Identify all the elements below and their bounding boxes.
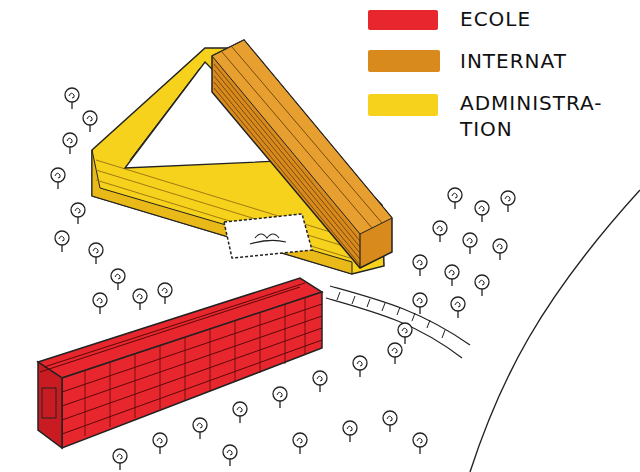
tree: [343, 421, 357, 442]
tree: [475, 275, 489, 296]
tree: [193, 418, 207, 439]
tree: [153, 433, 167, 454]
legend-label: ECOLE: [460, 6, 632, 32]
school-building: [62, 292, 322, 448]
tree: [273, 387, 287, 408]
tree: [313, 371, 327, 392]
tree: [493, 239, 507, 260]
tree: [413, 433, 427, 454]
tree: [63, 133, 77, 154]
legend-swatch: [368, 50, 440, 72]
school-door: [42, 388, 56, 418]
tree: [383, 411, 397, 432]
tree: [388, 343, 402, 364]
tree: [433, 221, 447, 242]
legend-swatch: [368, 94, 438, 116]
tree: [83, 111, 97, 132]
tree: [501, 191, 515, 212]
tree: [111, 269, 125, 290]
tree: [233, 402, 247, 423]
tree: [133, 289, 147, 310]
legend-swatch: [368, 10, 438, 30]
tree: [475, 201, 489, 222]
tree: [71, 203, 85, 224]
tree: [65, 88, 79, 109]
tree-group: [51, 88, 515, 470]
tree: [89, 243, 103, 264]
boarding-building: [212, 40, 392, 268]
path-hatch: [337, 292, 445, 338]
school-end: [38, 362, 62, 448]
boarding-edge: [359, 234, 360, 268]
tree: [445, 265, 459, 286]
tree: [353, 356, 367, 377]
legend-label: INTERNAT: [460, 48, 632, 74]
tree: [451, 297, 465, 318]
tree: [463, 233, 477, 254]
court-line: [130, 68, 200, 160]
courtyard: [224, 214, 312, 258]
tree: [223, 445, 237, 466]
courtyard-tree: [250, 234, 286, 244]
tree: [413, 293, 427, 314]
tree: [293, 433, 307, 454]
school-windows: [85, 297, 305, 436]
boarding-lines: [214, 47, 382, 265]
tree: [158, 283, 172, 304]
tree: [448, 188, 462, 209]
tree: [93, 293, 107, 314]
tree: [113, 449, 127, 470]
school-lines: [40, 283, 322, 434]
tree: [398, 323, 412, 344]
legend-label: ADMINISTRA- TION: [460, 90, 632, 142]
path-line: [330, 286, 470, 345]
tree: [55, 231, 69, 252]
tree: [413, 255, 427, 276]
boarding-roof: [212, 40, 392, 234]
tree: [51, 168, 65, 189]
road-line: [470, 190, 640, 472]
